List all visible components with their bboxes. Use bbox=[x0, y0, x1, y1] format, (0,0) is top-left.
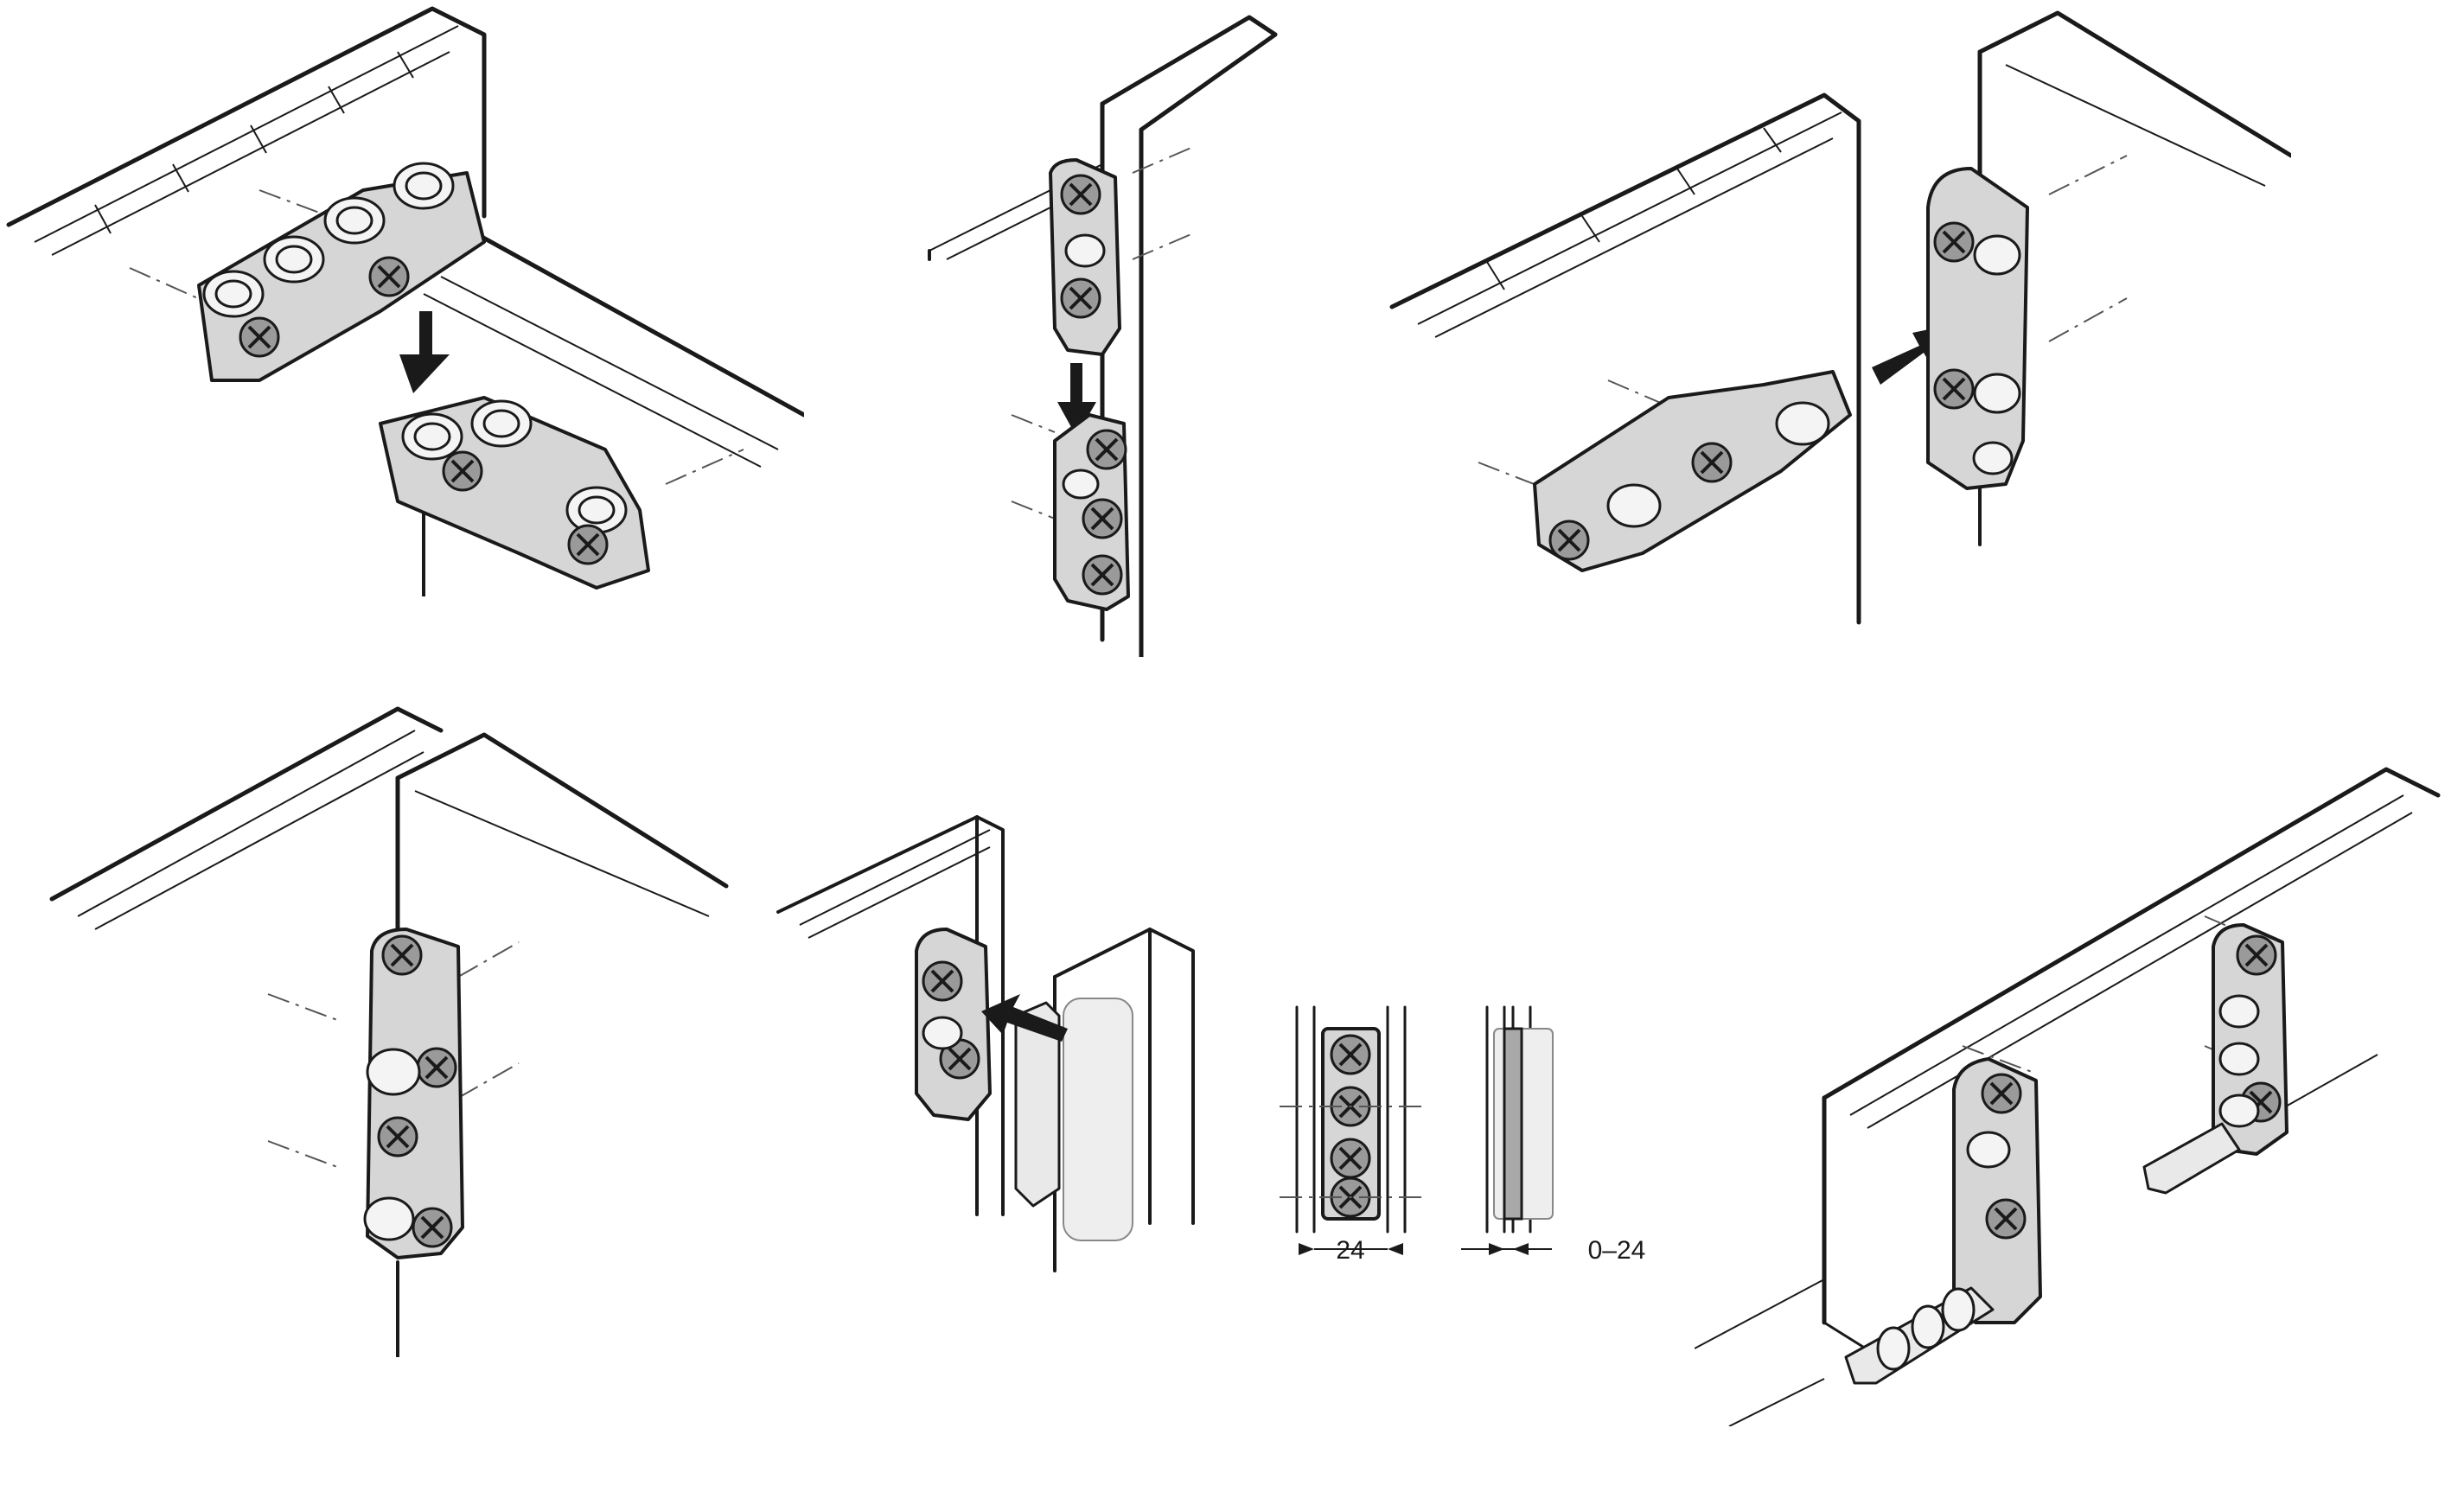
connector-bottom bbox=[379, 396, 650, 590]
axis-line bbox=[1132, 233, 1194, 260]
board-long bbox=[1695, 767, 2441, 1426]
dimension-adjust: 0–24 bbox=[1588, 1236, 1646, 1265]
axis-line bbox=[457, 941, 520, 978]
connector-vertical bbox=[363, 928, 464, 1259]
connector-left bbox=[1844, 1057, 2042, 1385]
panel-6-long-board bbox=[1695, 761, 2464, 1426]
connector-lower bbox=[1053, 413, 1130, 611]
dimension-view-24: 24 bbox=[1280, 1005, 1427, 1265]
axis-line bbox=[1011, 414, 1056, 433]
board-left bbox=[49, 706, 444, 930]
axis-line bbox=[457, 1062, 520, 1099]
connector-vertical bbox=[1926, 167, 2029, 490]
panel-2-illustration bbox=[928, 15, 1278, 657]
panel-5-illustration: 24 0–24 bbox=[776, 815, 1646, 1272]
connector-horizontal bbox=[1533, 370, 1852, 572]
panel-4-inside-corner bbox=[35, 692, 744, 1357]
axis-line bbox=[267, 993, 338, 1021]
axis-line bbox=[1607, 379, 1669, 407]
connector-upper bbox=[1049, 158, 1121, 356]
panel-4-illustration bbox=[49, 706, 729, 1357]
axis-line bbox=[1011, 501, 1056, 520]
arrow-down bbox=[399, 311, 450, 393]
axis-line bbox=[2048, 155, 2128, 195]
panel-2-vertical-side bbox=[916, 0, 1297, 657]
axis-line bbox=[1962, 1045, 2033, 1073]
panel-5-adjustment: 24 0–24 bbox=[769, 808, 1686, 1292]
axis-line bbox=[2048, 297, 2128, 342]
board-front bbox=[1389, 92, 1861, 625]
axis-line bbox=[259, 189, 329, 217]
axis-line bbox=[1132, 146, 1194, 174]
board-right bbox=[395, 732, 729, 1357]
panel-6-illustration bbox=[1695, 767, 2441, 1426]
dimension-view-adjust: 0–24 bbox=[1461, 1005, 1646, 1265]
panel-1-illustration bbox=[6, 6, 804, 596]
panel-1-horizontal-joint bbox=[0, 0, 804, 596]
board-back bbox=[1977, 10, 2291, 546]
arrow-left bbox=[981, 994, 1068, 1042]
panel-3-illustration bbox=[1389, 10, 2291, 625]
connector-right bbox=[2142, 923, 2288, 1195]
connector-side bbox=[915, 928, 992, 1121]
panel-3-corner-assembly bbox=[1383, 0, 2291, 631]
dimension-spacing: 24 bbox=[1336, 1236, 1364, 1265]
axis-line bbox=[129, 267, 208, 303]
board-adjacent bbox=[1053, 928, 1195, 1272]
axis-line bbox=[267, 1140, 338, 1168]
axis-line bbox=[665, 449, 744, 485]
connector-mounted bbox=[1014, 1001, 1061, 1208]
board-upper bbox=[6, 6, 487, 256]
connector-top bbox=[197, 162, 486, 382]
